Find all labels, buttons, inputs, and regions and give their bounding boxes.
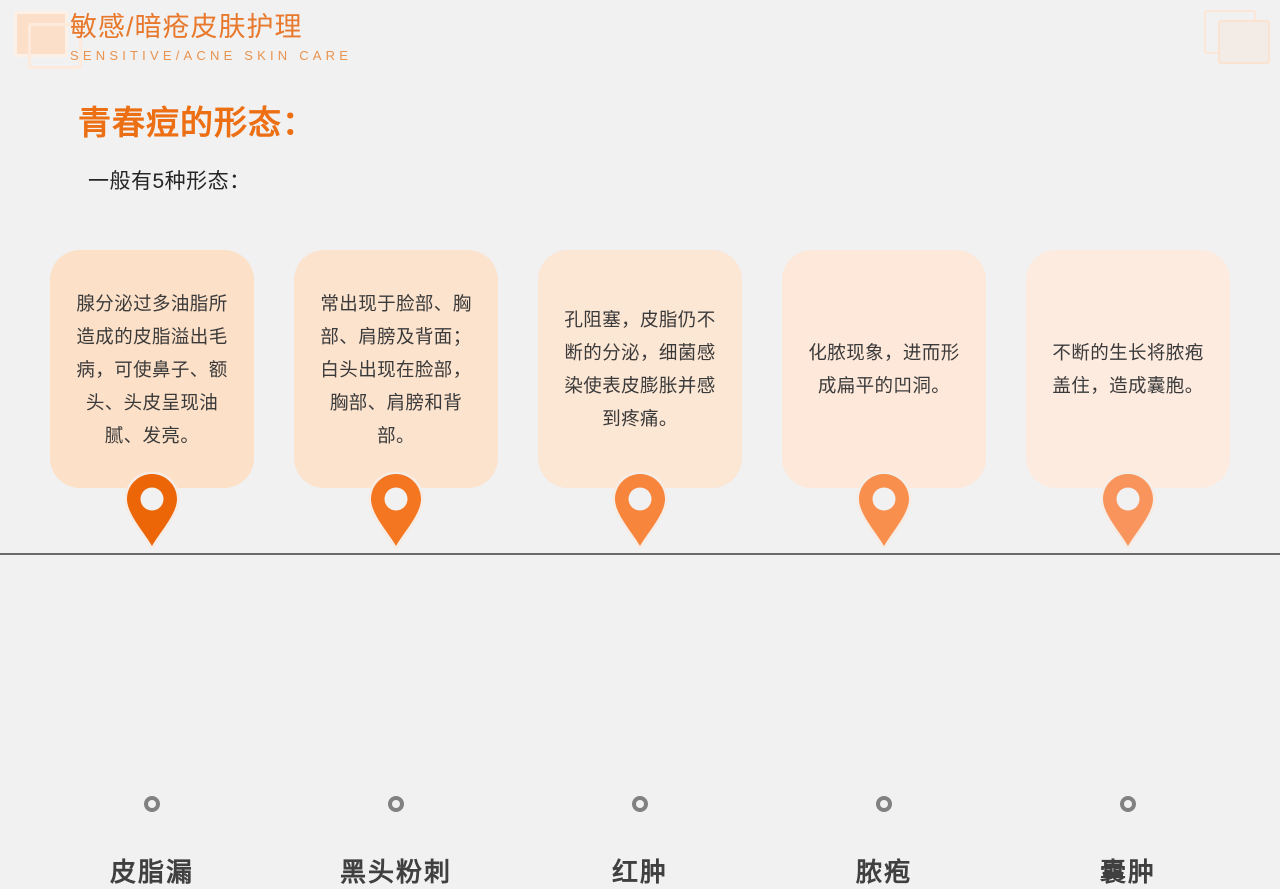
timeline-item-card: 不断的生长将脓疱盖住，造成囊胞。 bbox=[1026, 250, 1230, 488]
timeline-item[interactable]: 不断的生长将脓疱盖住，造成囊胞。囊肿 bbox=[1026, 250, 1230, 887]
timeline-node[interactable] bbox=[876, 796, 892, 812]
timeline-item-description: 孔阻塞，皮脂仍不断的分泌，细菌感染使表皮膨胀并感到疼痛。 bbox=[564, 309, 716, 429]
timeline-item-label: 红肿 bbox=[611, 857, 669, 887]
timeline-item[interactable]: 孔阻塞，皮脂仍不断的分泌，细菌感染使表皮膨胀并感到疼痛。红肿 bbox=[538, 250, 742, 887]
timeline-node[interactable] bbox=[1120, 796, 1136, 812]
timeline-item[interactable]: 化脓现象，进而形成扁平的凹洞。脓疱 bbox=[782, 250, 986, 887]
timeline-node[interactable] bbox=[144, 796, 160, 812]
timeline-node[interactable] bbox=[388, 796, 404, 812]
timeline-item-label: 囊肿 bbox=[1099, 857, 1157, 887]
page-title: 青春痘的形态： bbox=[78, 104, 316, 141]
timeline-item-label: 黑头粉刺 bbox=[339, 857, 453, 887]
timeline-item-description: 常出现于脸部、胸部、肩膀及背面；白头出现在脸部，胸部、肩膀和背部。 bbox=[320, 292, 472, 446]
timeline-diagram: 腺分泌过多油脂所造成的皮脂溢出毛病，可使鼻子、额头、头皮呈现油腻、发亮。皮脂漏常… bbox=[0, 250, 1280, 887]
timeline-item-label: 皮脂漏 bbox=[109, 857, 195, 887]
timeline-item-description: 不断的生长将脓疱盖住，造成囊胞。 bbox=[1052, 342, 1204, 396]
map-pin-icon bbox=[856, 472, 912, 548]
timeline-item-description: 化脓现象，进而形成扁平的凹洞。 bbox=[808, 342, 960, 396]
timeline-item[interactable]: 常出现于脸部、胸部、肩膀及背面；白头出现在脸部，胸部、肩膀和背部。黑头粉刺 bbox=[294, 250, 498, 887]
timeline-item-description: 腺分泌过多油脂所造成的皮脂溢出毛病，可使鼻子、额头、头皮呈现油腻、发亮。 bbox=[76, 292, 228, 446]
map-pin-icon bbox=[124, 472, 180, 548]
map-pin-icon bbox=[612, 472, 668, 548]
header-title-chinese: 敏感/暗疮皮肤护理 bbox=[70, 12, 303, 42]
timeline-item-card: 化脓现象，进而形成扁平的凹洞。 bbox=[782, 250, 986, 488]
map-pin-icon bbox=[368, 472, 424, 548]
timeline-axis bbox=[0, 553, 1280, 555]
map-pin-icon bbox=[1100, 472, 1156, 548]
page-subtitle: 一般有5种形态： bbox=[88, 170, 251, 193]
timeline-node[interactable] bbox=[632, 796, 648, 812]
timeline-item-label: 脓疱 bbox=[855, 857, 913, 887]
timeline-item-card: 孔阻塞，皮脂仍不断的分泌，细菌感染使表皮膨胀并感到疼痛。 bbox=[538, 250, 742, 488]
timeline-item-card: 腺分泌过多油脂所造成的皮脂溢出毛病，可使鼻子、额头、头皮呈现油腻、发亮。 bbox=[50, 250, 254, 488]
timeline-item[interactable]: 腺分泌过多油脂所造成的皮脂溢出毛病，可使鼻子、额头、头皮呈现油腻、发亮。皮脂漏 bbox=[50, 250, 254, 887]
header-title-english: SENSITIVE/ACNE SKIN CARE bbox=[70, 48, 353, 63]
timeline-item-card: 常出现于脸部、胸部、肩膀及背面；白头出现在脸部，胸部、肩膀和背部。 bbox=[294, 250, 498, 488]
slide-header: 敏感/暗疮皮肤护理 SENSITIVE/ACNE SKIN CARE bbox=[70, 10, 352, 66]
